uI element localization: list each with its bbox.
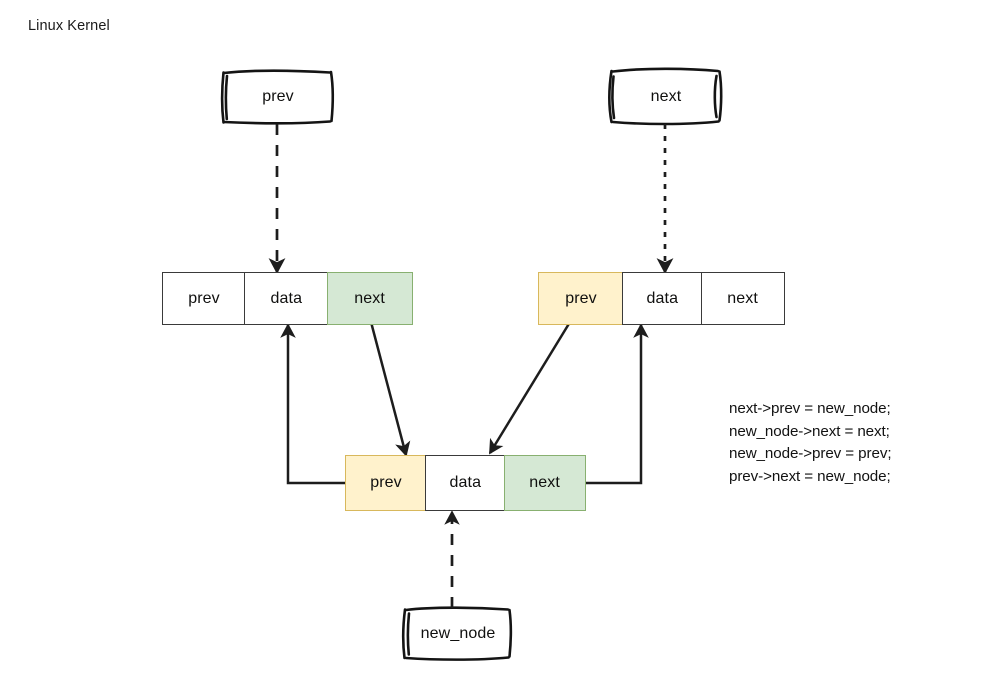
new-node[interactable]: prev data next	[345, 455, 586, 511]
prev-pointer-box[interactable]: prev	[222, 71, 334, 123]
next-box-outline	[608, 67, 723, 126]
arrow-new-node-next-to-next	[586, 323, 649, 485]
new-node-cell-next[interactable]: next	[503, 455, 586, 511]
arrow-next-prev-to-new-node	[488, 321, 572, 455]
new-node-pointer-box-label: new_node	[420, 624, 496, 642]
new-node-cell-prev[interactable]: prev	[345, 455, 427, 511]
next-pointer-box-label: next	[650, 87, 682, 105]
code-line-2: new_node->next = next;	[729, 422, 890, 440]
right-node-cell-next[interactable]: next	[700, 272, 785, 325]
code-line-3: new_node->prev = prev;	[729, 445, 892, 463]
arrow-new-node-prev-to-prev	[280, 323, 346, 485]
right-node-cell-data[interactable]: data	[622, 272, 703, 325]
code-line-4: prev->next = new_node;	[729, 467, 891, 485]
prev-pointer-box-label: prev	[262, 88, 294, 105]
new-node-cell-data[interactable]: data	[425, 455, 506, 511]
right-node-cell-prev[interactable]: prev	[538, 272, 624, 325]
code-annotation: next->prev = new_node; new_node->next = …	[729, 398, 892, 488]
left-node-cell-data[interactable]: data	[244, 272, 329, 325]
next-pointer-box[interactable]: next	[610, 70, 722, 123]
right-node[interactable]: prev data next	[538, 272, 785, 325]
code-line-1: next->prev = new_node;	[729, 400, 891, 417]
arrow-prev-next-to-new-node	[369, 321, 411, 457]
left-node-cell-prev[interactable]: prev	[162, 272, 246, 325]
new-node-box-outline	[401, 606, 513, 661]
new-node-pointer-box[interactable]: new_node	[404, 608, 512, 659]
left-node[interactable]: prev data next	[162, 272, 413, 325]
page-title: Linux Kernel	[28, 18, 110, 34]
left-node-cell-next[interactable]: next	[326, 272, 413, 325]
prev-box-outline	[220, 69, 335, 125]
